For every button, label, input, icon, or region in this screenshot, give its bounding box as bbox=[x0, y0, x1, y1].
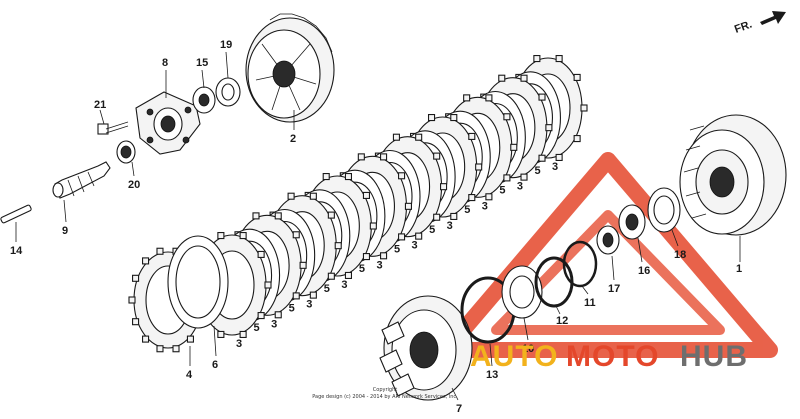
part-pressure-plate bbox=[245, 13, 335, 123]
watermark-logo-icon bbox=[438, 152, 778, 358]
plate-tooth bbox=[156, 345, 164, 353]
part-collar bbox=[618, 204, 646, 240]
front-direction-indicator: FR. bbox=[733, 11, 786, 36]
plate-label: 3 bbox=[271, 318, 277, 330]
plate-tooth bbox=[128, 296, 136, 304]
plate-label: 3 bbox=[236, 338, 242, 350]
plate-label: 5 bbox=[499, 185, 505, 197]
plate-label: 5 bbox=[289, 303, 295, 315]
plate-stack bbox=[192, 54, 588, 339]
plate-label: 3 bbox=[517, 181, 523, 193]
label-6: 6 bbox=[212, 359, 218, 371]
part-bearing-small bbox=[116, 140, 136, 164]
label-13: 13 bbox=[486, 369, 498, 381]
plate-label: 3 bbox=[412, 240, 418, 252]
label-17: 17 bbox=[608, 283, 620, 295]
watermark-moto: MOTO bbox=[566, 340, 659, 373]
plate-label: 3 bbox=[306, 299, 312, 311]
part-lifter-rod bbox=[52, 161, 111, 199]
plate-tooth bbox=[132, 274, 140, 282]
label-9: 9 bbox=[62, 225, 68, 237]
label-4: 4 bbox=[186, 369, 193, 381]
part-labels: 1 2 4 6 7 8 9 10 11 12 13 14 15 16 17 18… bbox=[10, 39, 742, 415]
label-14: 14 bbox=[10, 245, 23, 257]
plate-label: 5 bbox=[394, 244, 400, 256]
plate-tooth bbox=[142, 257, 150, 265]
part-bearing bbox=[192, 86, 216, 114]
label-7: 7 bbox=[456, 403, 462, 415]
label-20: 20 bbox=[128, 179, 140, 191]
plate-label: 5 bbox=[464, 204, 470, 216]
label-16: 16 bbox=[638, 265, 650, 277]
label-18: 18 bbox=[674, 249, 686, 261]
plate-label: 3 bbox=[482, 200, 488, 212]
label-8: 8 bbox=[162, 57, 168, 69]
part-needle-bearing bbox=[596, 225, 620, 255]
front-label: FR. bbox=[733, 18, 754, 35]
part-bolt bbox=[97, 121, 129, 135]
part-lifter-plate bbox=[135, 91, 201, 155]
plate-label: 5 bbox=[534, 165, 540, 177]
label-11: 11 bbox=[584, 297, 596, 309]
part-snap-ring-small bbox=[562, 240, 598, 288]
plate-label: 5 bbox=[254, 322, 260, 334]
copyright-notice: Copyright Page design (c) 2004 - 2014 by… bbox=[312, 387, 458, 400]
label-21: 21 bbox=[94, 99, 106, 111]
plate-label: 3 bbox=[376, 259, 382, 271]
front-arrow-icon bbox=[760, 11, 786, 25]
label-15: 15 bbox=[196, 57, 208, 69]
watermark-auto: AUTO bbox=[470, 340, 558, 373]
plate-tooth bbox=[132, 318, 140, 326]
plate-label: 3 bbox=[552, 161, 558, 173]
plate-tooth bbox=[142, 335, 150, 343]
copyright-line-1: Copyright bbox=[373, 387, 397, 393]
plate-label: 5 bbox=[324, 283, 330, 295]
part-pin bbox=[0, 204, 32, 224]
plate-label: 3 bbox=[341, 279, 347, 291]
part-thrust-washer bbox=[647, 187, 681, 233]
part-clutch-center bbox=[379, 295, 473, 401]
copyright-line-2: Page design (c) 2004 - 2014 by ARI Netwo… bbox=[312, 394, 458, 400]
part-judder-plate bbox=[167, 235, 229, 329]
label-12: 12 bbox=[556, 315, 568, 327]
label-10: 10 bbox=[522, 343, 534, 355]
plate-tooth bbox=[186, 335, 194, 343]
plate-tooth bbox=[172, 345, 180, 353]
label-19: 19 bbox=[220, 39, 232, 51]
plate-label: 5 bbox=[359, 263, 365, 275]
part-clutch-outer bbox=[679, 114, 787, 236]
watermark-hub: HUB bbox=[680, 340, 748, 373]
plate-tooth bbox=[156, 247, 164, 255]
part-lock-washer bbox=[501, 265, 543, 319]
watermark-text: AUTO MOTO HUB bbox=[470, 340, 748, 373]
plate-label: 5 bbox=[429, 224, 435, 236]
part-washer bbox=[215, 77, 241, 107]
label-2: 2 bbox=[290, 133, 296, 145]
leader-lines bbox=[15, 51, 741, 401]
plate-label: 3 bbox=[447, 220, 453, 232]
label-1: 1 bbox=[736, 263, 742, 275]
